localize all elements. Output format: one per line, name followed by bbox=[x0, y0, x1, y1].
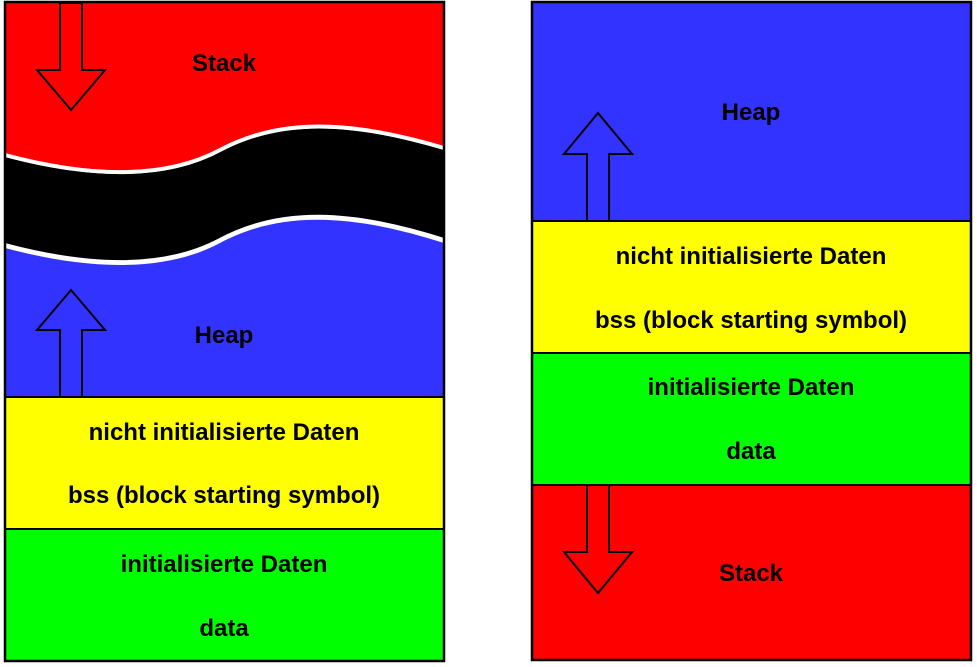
left-bss-subtitle: bss (block starting symbol) bbox=[68, 482, 380, 509]
left-layout-border bbox=[3, 0, 446, 663]
right-heap-label: Heap bbox=[722, 99, 781, 126]
right-bss-title: nicht initialisierte Daten bbox=[616, 243, 887, 270]
left-data-title: initialisierte Daten bbox=[121, 551, 328, 578]
right-layout-border bbox=[530, 0, 973, 662]
left-data-subtitle: data bbox=[199, 615, 249, 642]
left-bss-title: nicht initialisierte Daten bbox=[89, 419, 360, 446]
right-bss-subtitle: bss (block starting symbol) bbox=[595, 307, 907, 334]
left-heap-label: Heap bbox=[195, 322, 254, 349]
arrow-up-icon bbox=[561, 111, 635, 222]
right-stack-label: Stack bbox=[719, 560, 784, 587]
right-data-subtitle: data bbox=[726, 438, 776, 465]
left-stack-label: Stack bbox=[192, 50, 257, 77]
right-heap-segment bbox=[532, 3, 971, 221]
arrow-down-icon bbox=[561, 484, 635, 595]
left-stack-segment bbox=[5, 3, 444, 173]
left-memory-layout: Stack Heap nicht initialisierte Daten bs… bbox=[3, 0, 446, 663]
left-data-segment bbox=[5, 529, 444, 661]
arrow-down-icon bbox=[34, 2, 108, 112]
left-bss-segment bbox=[5, 397, 444, 529]
left-wave-separator-top bbox=[4, 124, 445, 174]
right-stack-segment bbox=[532, 485, 971, 660]
left-wave-separator-bottom bbox=[4, 214, 445, 264]
left-free-gap bbox=[5, 128, 444, 263]
right-memory-layout: Heap nicht initialisierte Daten bss (blo… bbox=[530, 0, 973, 662]
right-bss-segment bbox=[532, 221, 971, 353]
left-heap-segment bbox=[5, 219, 444, 397]
right-data-segment bbox=[532, 353, 971, 485]
right-data-title: initialisierte Daten bbox=[648, 374, 855, 401]
arrow-up-icon bbox=[34, 288, 108, 398]
